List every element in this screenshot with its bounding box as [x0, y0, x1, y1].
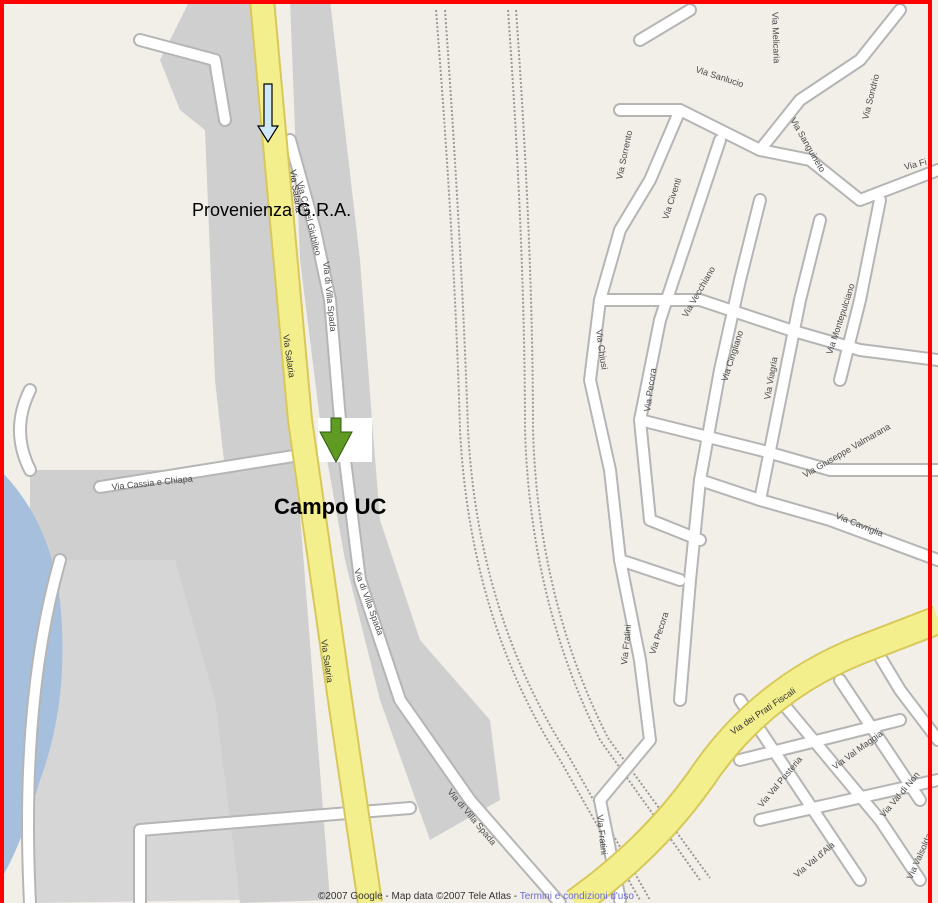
annotation-provenienza: Provenienza G.R.A.: [192, 200, 352, 220]
gray-area-west: [30, 0, 330, 903]
major-roads: [249, 0, 938, 903]
gray-area-east: [290, 0, 500, 840]
minor-roads: [13, 3, 938, 903]
copyright-text: ©2007 Google - Map data ©2007 Tele Atlas…: [318, 891, 520, 902]
label-via-fratini-low: Via Fratini: [595, 814, 609, 855]
location-marker-icon[interactable]: [319, 417, 353, 464]
direction-arrow-icon: [256, 83, 280, 144]
terms-link[interactable]: Termini e condizioni d'uso: [519, 891, 634, 902]
gray-area-south: [30, 560, 240, 903]
label-via-fratini: Via Fratini: [619, 624, 633, 665]
railway-tracks: [435, 9, 711, 901]
annotation-campo: Campo UC: [274, 494, 387, 519]
map-footer: ©2007 Google - Map data ©2007 Tele Atlas…: [318, 891, 634, 902]
label-via-melicaria: Via Melicaria: [770, 12, 782, 64]
